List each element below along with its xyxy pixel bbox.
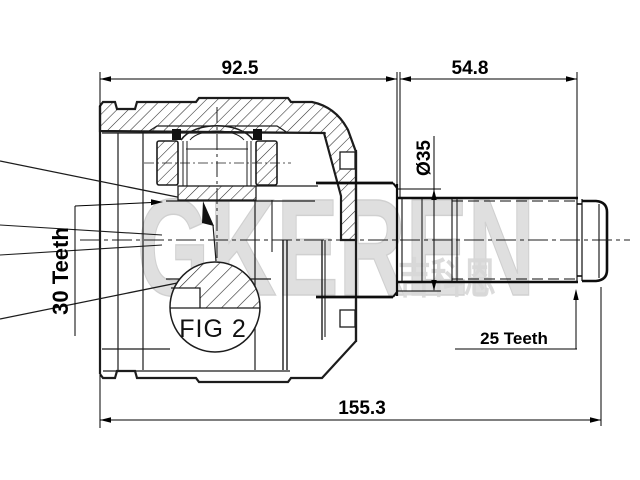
drive-shaft [316, 181, 609, 299]
centerlines [80, 107, 630, 260]
arrow-25-teeth [573, 289, 579, 300]
arrow-92-right [386, 76, 397, 82]
detail-callout: FIG 2 [169, 201, 261, 353]
arrow-dia-bottom [431, 280, 437, 291]
arrow-54-left [400, 76, 411, 82]
outer-spline-teeth-label: 25 Teeth [480, 329, 548, 348]
dim-shaft-diameter-label: Ø35 [414, 140, 435, 176]
housing-bottom-profile [99, 299, 358, 384]
arrow-30-teeth [151, 199, 163, 206]
dim-housing-width-label: 92.5 [222, 58, 259, 79]
clamp-groove-bottom [339, 309, 356, 328]
arrow-54-right [566, 76, 577, 82]
retainer-ring-right [253, 129, 262, 140]
bore-cone-bottom-outer [0, 279, 193, 320]
arrow-92-left [100, 76, 111, 82]
dim-shaft-length-label: 54.8 [452, 58, 489, 79]
retainer-ring-left [172, 129, 181, 140]
watermark-cjk-text: 吉科恩 [398, 255, 496, 302]
figure-detail-label: FIG 2 [179, 315, 247, 343]
arrow-155-right [590, 417, 601, 423]
detail-leader-arrow [202, 201, 214, 226]
clamp-groove-top [339, 151, 356, 170]
inner-spline-teeth-label: 30 Teeth [48, 227, 73, 315]
dim-total-length-label: 155.3 [338, 398, 386, 419]
dimension-labels: 92.5 54.8 155.3 Ø35 30 Teeth 25 Teeth [48, 58, 548, 419]
tripod-roller-assembly [144, 124, 318, 201]
arrow-155-left [100, 417, 111, 423]
trunnion-dome-outer [180, 124, 254, 141]
dimensions [74, 72, 602, 428]
arrow-dia-top [431, 189, 437, 200]
shaft-spline-end [582, 199, 609, 283]
bore-cone-top-outer [0, 160, 193, 201]
bore-cone-bottom-inner [0, 244, 163, 256]
bore-cone-top-inner [0, 224, 163, 236]
leader-line-30 [74, 202, 153, 207]
detail-leader-line [212, 224, 217, 262]
detail-section-hatch [171, 262, 260, 308]
trunnion-dome-inner [189, 130, 245, 141]
detail-step-edge [171, 287, 201, 308]
